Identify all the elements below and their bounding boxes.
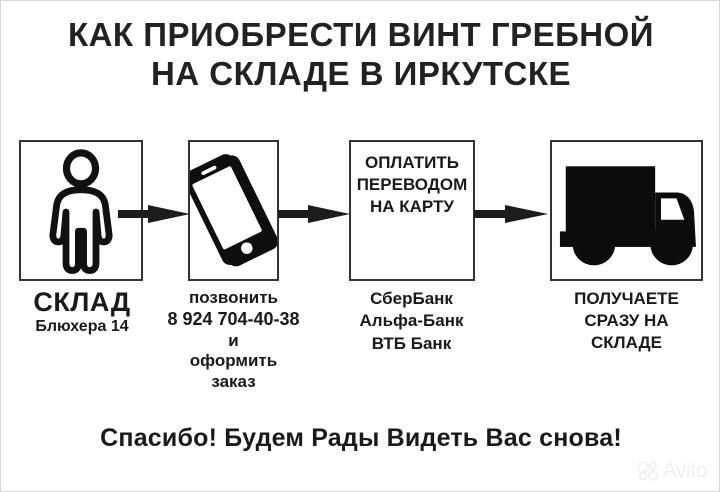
arrow-right-icon <box>278 205 350 223</box>
arrow-call-to-pay <box>278 203 350 225</box>
avito-dots-logo <box>636 461 658 481</box>
avito-watermark: Avito <box>636 459 708 483</box>
step-warehouse-caption: СКЛАД Блюхера 14 <box>1 281 167 337</box>
smartphone-icon <box>183 154 279 267</box>
call-action-line-2: заказ <box>211 372 256 392</box>
step-call-caption: позвонить 8 924 704-40-38 и оформить зак… <box>146 281 321 393</box>
bank-alfabank: Альфа-Банк <box>359 311 464 331</box>
title-line-2: НА СКЛАДЕ В ИРКУТСКЕ <box>150 55 572 92</box>
step-call-box <box>183 140 279 281</box>
receive-line-2: СРАЗУ НА <box>584 311 669 331</box>
receive-line-1: ПОЛУЧАЕТЕ <box>574 289 679 308</box>
avito-watermark-text: Avito <box>662 459 708 482</box>
arrow-right-icon <box>118 205 190 223</box>
pay-line-3: НА КАРТУ <box>369 197 454 217</box>
receive-line-3: СКЛАДЕ <box>591 333 662 353</box>
step-receive-caption: ПОЛУЧАЕТЕ СРАЗУ НА СКЛАДЕ <box>539 281 714 354</box>
call-conjunction: и <box>228 330 239 350</box>
thank-you-text: Спасибо! Будем Рады Видеть Вас снова! <box>100 424 622 452</box>
step-warehouse: СКЛАД Блюхера 14 <box>19 140 167 337</box>
call-label: позвонить <box>189 288 278 307</box>
pay-line-1: ОПЛАТИТЬ <box>364 153 459 172</box>
step-receive-box <box>550 140 703 281</box>
arrow-right-icon <box>474 205 548 223</box>
step-pay-caption: СберБанк Альфа-Банк ВТБ Банк <box>324 281 499 355</box>
step-pay-box: ОПЛАТИТЬ ПЕРЕВОДОМ НА КАРТУ <box>349 140 475 281</box>
step-pay: ОПЛАТИТЬ ПЕРЕВОДОМ НА КАРТУ СберБанк Аль… <box>349 140 499 355</box>
bank-vtb: ВТБ Банк <box>371 333 452 353</box>
page-title: КАК ПРИОБРЕСТИ ВИНТ ГРЕБНОЙ НА СКЛАДЕ В … <box>1 15 719 93</box>
person-icon <box>49 149 113 274</box>
bank-sberbank: СберБанк <box>370 289 453 308</box>
step-call: позвонить 8 924 704-40-38 и оформить зак… <box>167 140 321 393</box>
call-action-line-1: оформить <box>189 351 278 371</box>
title-line-1: КАК ПРИОБРЕСТИ ВИНТ ГРЕБНОЙ <box>67 16 655 53</box>
pay-instruction: ОПЛАТИТЬ ПЕРЕВОДОМ НА КАРТУ <box>351 152 473 218</box>
warehouse-address: Блюхера 14 <box>35 318 129 336</box>
step-receive: ПОЛУЧАЕТЕ СРАЗУ НА СКЛАДЕ <box>550 140 714 354</box>
footer-message: Спасибо! Будем Рады Видеть Вас снова! <box>1 424 719 453</box>
pay-line-2: ПЕРЕВОДОМ <box>356 175 468 195</box>
arrow-warehouse-to-call <box>118 203 190 225</box>
arrow-pay-to-receive <box>474 203 548 225</box>
warehouse-label: СКЛАД <box>33 287 131 317</box>
delivery-truck-icon <box>559 166 696 266</box>
phone-number[interactable]: 8 924 704-40-38 <box>167 308 300 329</box>
